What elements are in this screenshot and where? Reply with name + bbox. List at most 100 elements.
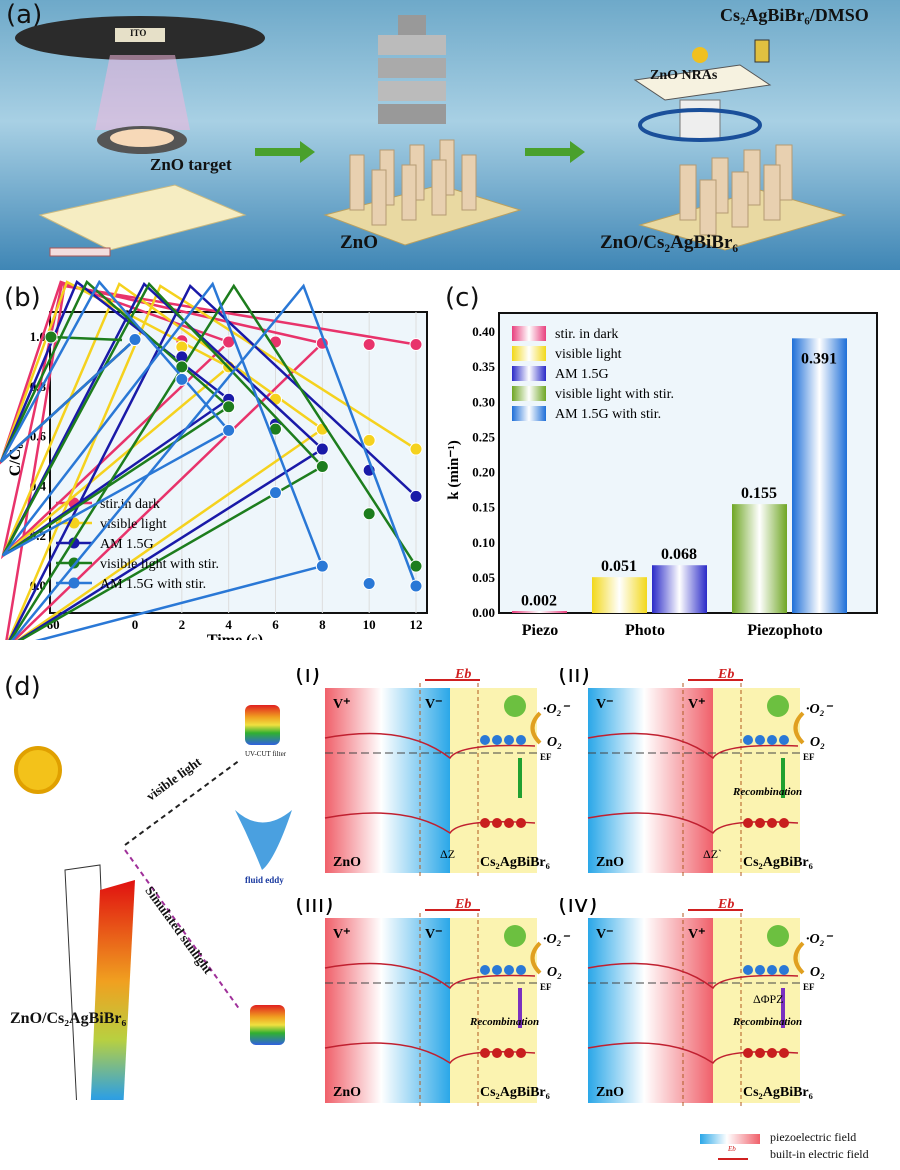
sad-face-icon xyxy=(767,695,789,717)
hole-icon xyxy=(504,1048,514,1058)
mechanism-illustration xyxy=(14,705,292,1100)
legend-label: visible light with stir. xyxy=(100,557,219,572)
data-point xyxy=(315,459,329,473)
y-tick-label: 0.35 xyxy=(472,359,495,374)
data-point xyxy=(362,433,376,447)
delta-label: ΔZ xyxy=(440,847,455,861)
perovskite-region xyxy=(713,688,800,873)
precursor-drop xyxy=(692,47,708,63)
data-point xyxy=(128,332,142,346)
conduction-band xyxy=(324,732,536,760)
series-line xyxy=(0,280,417,640)
x-tick-label: 0 xyxy=(132,617,139,632)
panel-a-label: (a) xyxy=(6,0,43,30)
legend-swatch xyxy=(512,406,546,421)
ito-substrate xyxy=(115,28,165,42)
fluid-eddy-label: fluid eddy xyxy=(245,875,284,885)
electron-icon xyxy=(743,735,753,745)
eb-legend-symbol: Eb xyxy=(728,1145,736,1153)
delta-label: ΔZ` xyxy=(703,847,722,861)
hole-icon xyxy=(755,1048,765,1058)
bar xyxy=(512,611,567,613)
full-spectrum-icon xyxy=(250,1005,285,1045)
composite-label: ZnO/Cs₂AgBiBr₆ xyxy=(600,232,739,253)
perovskite-label: Cs₂AgBiBr₆ xyxy=(480,1085,550,1100)
perovskite-region xyxy=(450,918,537,1103)
series-line xyxy=(50,335,123,342)
legend-marker xyxy=(68,577,80,589)
fermi-level-label: EF xyxy=(540,752,552,762)
x-tick-label: 4 xyxy=(225,617,232,632)
y-tick-label: 0.30 xyxy=(472,394,495,409)
zno-region xyxy=(588,688,713,873)
x-tick-label: 12 xyxy=(410,617,423,632)
arrow-right-icon xyxy=(525,141,585,163)
precursor-label: Cs₂AgBiBr₆/DMSO xyxy=(720,5,869,25)
fabrication-illustration xyxy=(15,15,847,257)
hole-icon xyxy=(516,1048,526,1058)
data-point xyxy=(409,579,423,593)
legend-swatch xyxy=(512,386,546,401)
electron-icon xyxy=(516,965,526,975)
uv-filter-label: UV-CUT filter xyxy=(245,750,287,758)
bar-value-label: 0.391 xyxy=(801,350,837,367)
perovskite-label: Cs₂AgBiBr₆ xyxy=(743,855,813,870)
conduction-band xyxy=(324,962,536,990)
y-tick-label: 0.40 xyxy=(472,324,495,339)
hole-icon xyxy=(779,1048,789,1058)
x-axis-label: Time (s) xyxy=(207,632,263,640)
builtin-field-arrow-icon xyxy=(718,1158,748,1160)
hole-icon xyxy=(492,1048,502,1058)
sun-icon xyxy=(14,746,62,794)
x-tick-label: 10 xyxy=(363,617,376,632)
data-point xyxy=(175,372,189,386)
electron-icon xyxy=(480,735,490,745)
y-tick-label: 0.20 xyxy=(472,465,495,480)
superoxide-label: ·O₂⁻ xyxy=(543,932,570,947)
zno-label: ZnO xyxy=(596,1085,624,1100)
panel-c-label: (c) xyxy=(445,283,480,313)
happy-face-icon xyxy=(767,925,789,947)
legend-label: visible light xyxy=(555,347,622,362)
panel-a-fabrication-schematic: (a) ITO ZnO target ZnO ZnO NRAs xyxy=(0,0,900,270)
data-point xyxy=(409,559,423,573)
data-point xyxy=(315,442,329,456)
legend-swatch xyxy=(512,366,546,381)
y-tick-label: 0.10 xyxy=(472,535,495,550)
zno-nanorods xyxy=(349,139,477,226)
bar-value-label: 0.068 xyxy=(661,546,697,563)
y-tick-label: 0.05 xyxy=(472,570,495,585)
v-right-label: V⁻ xyxy=(425,927,443,942)
v-left-label: V⁺ xyxy=(333,927,351,942)
reaction-arrow-icon xyxy=(793,941,805,975)
y-axis-label: k (min⁻¹) xyxy=(446,440,462,500)
legend-swatch xyxy=(512,346,546,361)
electron-icon xyxy=(755,735,765,745)
hole-icon xyxy=(492,818,502,828)
superoxide-label: ·O₂⁻ xyxy=(543,702,570,717)
data-point xyxy=(409,489,423,503)
legend-label: AM 1.5G with stir. xyxy=(100,577,206,592)
legend-label: stir. in dark xyxy=(555,327,618,342)
superoxide-label: ·O₂⁻ xyxy=(806,932,833,947)
electron-icon xyxy=(504,965,514,975)
bar xyxy=(592,577,647,613)
zno-label: ZnO xyxy=(596,855,624,870)
electron-icon xyxy=(504,735,514,745)
conduction-band xyxy=(587,732,799,760)
zno-nras-holder xyxy=(633,64,772,101)
conduction-band xyxy=(587,962,799,990)
data-point xyxy=(222,400,236,414)
coated-nanorods xyxy=(679,144,793,236)
legend-label: AM 1.5G with stir. xyxy=(555,407,661,422)
eb-label: Eb xyxy=(717,898,734,912)
ito-label: ITO xyxy=(130,28,147,38)
v-right-label: V⁻ xyxy=(425,697,443,712)
electron-icon xyxy=(516,735,526,745)
zno-label: ZnO xyxy=(333,1085,361,1100)
zno-label: ZnO xyxy=(340,232,379,253)
legend-label: stir.in dark xyxy=(100,497,160,512)
reaction-arrow-icon xyxy=(530,941,542,975)
v-left-label: V⁻ xyxy=(596,697,614,712)
y-tick-label: 0.15 xyxy=(472,500,495,515)
